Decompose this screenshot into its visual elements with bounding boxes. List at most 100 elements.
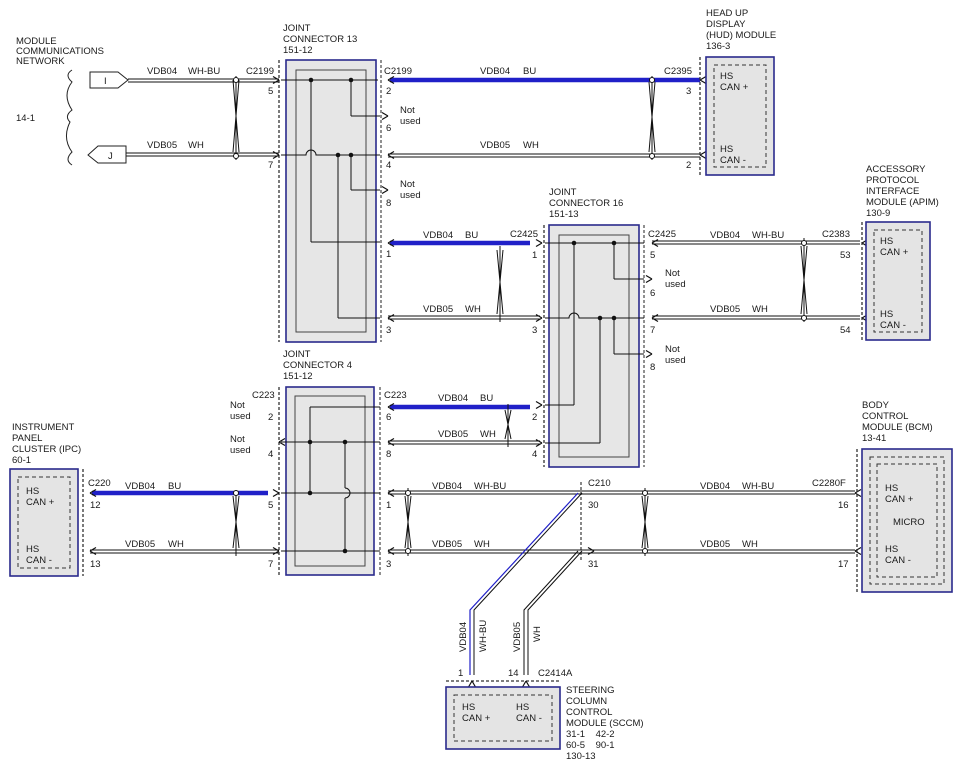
pin: 3	[532, 325, 537, 336]
terminal: HS	[885, 483, 898, 494]
circuit-color: WH	[752, 304, 768, 315]
circuit-label: VDB04	[700, 481, 730, 492]
not-used-label: Not	[230, 434, 245, 445]
pin: 7	[268, 160, 273, 171]
pin: 12	[90, 500, 101, 511]
circuit-color: WH-BU	[742, 481, 774, 492]
pin: 1	[386, 500, 391, 511]
pin: 8	[386, 198, 391, 209]
jc16-splice-dots	[571, 240, 617, 321]
pin: 5	[650, 250, 655, 261]
circuit-label: VDB04	[432, 481, 462, 492]
terminal: HS	[720, 71, 733, 82]
jc4-label-2: CONNECTOR 4	[283, 360, 352, 371]
pin: 2	[268, 412, 273, 423]
terminal: CAN -	[720, 155, 746, 166]
pin: 8	[386, 449, 391, 460]
not-used-label: used	[400, 116, 421, 127]
pin: 2	[532, 412, 537, 423]
ipc-module[interactable]	[9, 468, 79, 577]
circuit-label: VDB05	[147, 140, 177, 151]
terminal: CAN +	[720, 82, 749, 93]
pin: 17	[838, 559, 849, 570]
wire-vdb05-wh-jc4-jc16	[388, 404, 540, 447]
pin: 4	[532, 449, 537, 460]
terminal: HS	[462, 702, 475, 713]
wires-to-jc13-left	[126, 76, 279, 160]
terminal: HS	[720, 144, 733, 155]
terminal: CAN +	[462, 713, 491, 724]
wire-vdb05-wh-jc16	[388, 246, 540, 322]
pin: 4	[386, 160, 391, 171]
offpage-i[interactable]	[89, 71, 129, 89]
pin: 13	[90, 559, 101, 570]
sccm-label-6: 60-5 90-1	[566, 740, 615, 751]
circuit-color: BU	[480, 393, 493, 404]
wire-vdb04-whbu-sccm-a	[469, 492, 579, 675]
connector-c2425-right: C2425	[648, 229, 676, 240]
pin: 2	[686, 160, 691, 171]
hud-label-3: (HUD) MODULE	[706, 30, 776, 41]
circuit-label: VDB04	[710, 230, 740, 241]
terminal: CAN -	[516, 713, 542, 724]
pin: 31	[588, 559, 599, 570]
network-brace	[66, 69, 73, 166]
apim-label-4: MODULE (APIM)	[866, 197, 939, 208]
circuit-label: VDB04	[438, 393, 468, 404]
bcm-label-4: 13-41	[862, 433, 886, 444]
circuit-color: WH-BU	[478, 620, 489, 652]
circuit-label: VDB05	[710, 304, 740, 315]
jc16-internal-wiring	[545, 242, 644, 444]
hud-label-2: DISPLAY	[706, 19, 746, 30]
pin: 3	[386, 325, 391, 336]
pin: 53	[840, 250, 851, 261]
sccm-label-1: STEERING	[566, 685, 615, 696]
jc13-inner	[295, 69, 367, 333]
terminal: HS	[880, 236, 893, 247]
connector-c223-right: C223	[384, 390, 407, 401]
circuit-label: VDB05	[700, 539, 730, 550]
connector-c2395: C2395	[664, 66, 692, 77]
circuit-color: BU	[523, 66, 536, 77]
offpage-j[interactable]	[87, 145, 127, 164]
apim-module[interactable]	[865, 221, 931, 341]
pin: 2	[386, 86, 391, 97]
pin: 7	[268, 559, 273, 570]
jc4-label-1: JOINT	[283, 349, 311, 360]
not-used-label: Not	[400, 179, 415, 190]
pin: 3	[386, 559, 391, 570]
terminal: HS	[26, 486, 39, 497]
circuit-label: VDB04	[480, 66, 510, 77]
jc4-internal-wiring	[281, 406, 380, 552]
joint-connector-16	[548, 224, 640, 468]
sccm-label-4: MODULE (SCCM)	[566, 718, 644, 729]
sccm-module[interactable]	[445, 686, 561, 750]
pin: 30	[588, 500, 599, 511]
mcn-label-1: MODULE	[16, 36, 57, 47]
micro-label: MICRO	[893, 517, 925, 528]
bcm-module-outer-dashed	[869, 456, 945, 585]
pin: 16	[838, 500, 849, 511]
pin: 5	[268, 86, 273, 97]
circuit-label: VDB04	[423, 230, 453, 241]
offpage-i-label: I	[104, 76, 107, 87]
circuit-label: VDB05	[512, 622, 523, 652]
connector-c2199-left: C2199	[246, 66, 274, 77]
not-used-label: used	[230, 445, 251, 456]
circuit-label: VDB05	[125, 539, 155, 550]
hud-module[interactable]	[705, 56, 775, 176]
offpage-j-label: J	[108, 151, 113, 162]
ipc-label-3: CLUSTER (IPC)	[12, 444, 81, 455]
wire-vdb05-wh-ipc	[90, 490, 279, 556]
ipc-label-4: 60-1	[12, 455, 31, 466]
pin: 6	[650, 288, 655, 299]
circuit-label: VDB05	[423, 304, 453, 315]
ipc-label-1: INSTRUMENT	[12, 422, 74, 433]
ipc-label-2: PANEL	[12, 433, 42, 444]
pin: 1	[458, 668, 463, 679]
connector-c2425-left: C2425	[510, 229, 538, 240]
jc4-splice-dots	[307, 439, 348, 554]
wires-jc4-bcm	[388, 482, 855, 562]
circuit-color: WH	[532, 626, 543, 642]
